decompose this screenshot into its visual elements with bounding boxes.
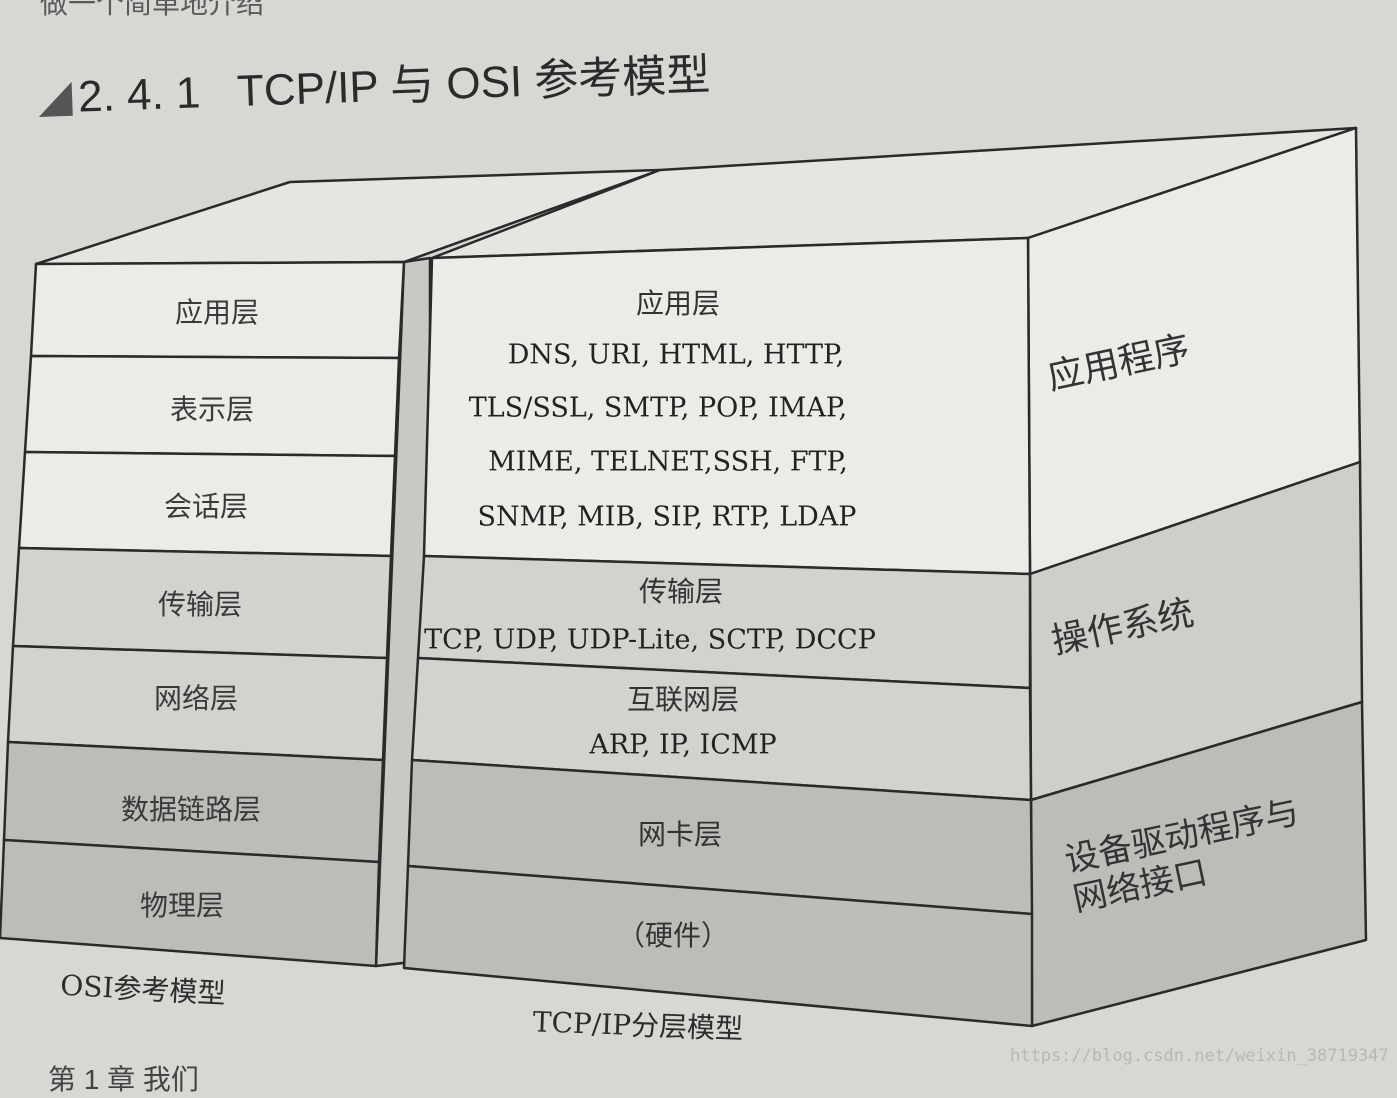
tcpip-transport-title: 传输层 [638, 575, 724, 608]
watermark: https://blog.csdn.net/weixin_38719347 [1010, 1046, 1389, 1066]
tcpip-hardware-title: （硬件） [616, 919, 730, 952]
osi-layer-physical: 物理层 [139, 889, 225, 922]
application-protocols-line: DNS, URI, HTML, HTTP, [507, 339, 845, 371]
cropped-bottom-text: 第 1 章 我们 [48, 1064, 199, 1095]
tcpip-application-title: 应用层 [635, 287, 721, 320]
application-protocols-line: SNMP, MIB, SIP, RTP, LDAP [477, 501, 857, 533]
tcpip-internet-title: 互联网层 [626, 683, 740, 716]
application-protocols-line: TLS/SSL, SMTP, POP, IMAP, [468, 392, 848, 424]
osi-layer-session: 会话层 [163, 490, 249, 523]
osi-layer-datalink: 数据链路层 [120, 793, 262, 826]
transport-protocols: TCP, UDP, UDP-Lite, SCTP, DCCP [424, 624, 876, 656]
osi-caption: OSI参考模型 [59, 968, 227, 1011]
tcpip-layer-band [402, 864, 1034, 1028]
osi-layer-application: 应用层 [174, 296, 260, 329]
osi-layer-network: 网络层 [153, 682, 239, 715]
osi-layer-presentation: 表示层 [169, 393, 255, 426]
tcpip-caption: TCP/IP分层模型 [532, 1005, 744, 1046]
internet-protocols: ARP, IP, ICMP [589, 729, 777, 761]
osi-layer-transport: 传输层 [157, 588, 243, 621]
cropped-top-text: 做一个简单地介绍 [40, 0, 265, 19]
osi-layer-band [0, 838, 381, 968]
application-protocols-line: MIME, TELNET,SSH, FTP, [488, 446, 848, 478]
tcpip-netcard-title: 网卡层 [637, 818, 723, 851]
